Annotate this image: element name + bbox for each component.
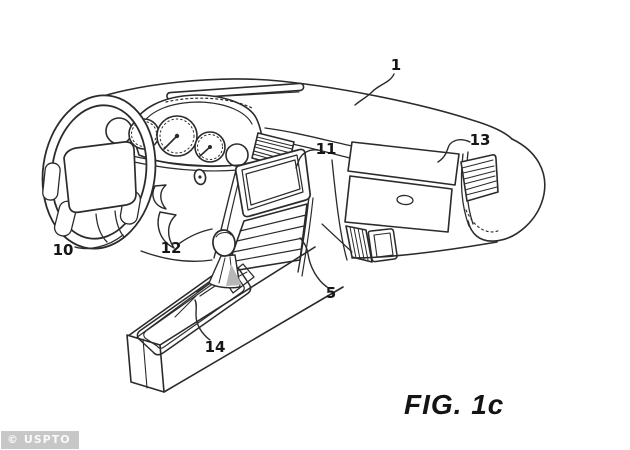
airbag-pad — [63, 141, 137, 214]
stack-control-slats — [225, 203, 308, 273]
uspto-watermark: © USPTO — [1, 431, 79, 449]
leader-5 — [299, 237, 328, 288]
dash-bottom-contour — [351, 241, 498, 259]
cluster-hood-inner-line — [140, 101, 253, 127]
leader-12 — [179, 228, 213, 244]
wedge-hatch-lines — [349, 226, 369, 261]
stack-right-rail-inner — [301, 197, 314, 277]
gauge-hub — [174, 133, 180, 139]
vent-louvers — [252, 136, 294, 165]
steering-wheel — [41, 94, 157, 250]
ref-label-console-side: 5 — [326, 284, 336, 302]
ref-label-dashboard: 1 — [391, 56, 401, 74]
slat-lines — [229, 214, 307, 263]
gear-shifter — [208, 229, 242, 289]
ignition-switch — [193, 168, 207, 186]
end-cap-hidden-edge-dotted — [465, 209, 501, 233]
figure-caption: FIG. 1c — [404, 389, 505, 420]
center-display — [234, 148, 312, 218]
steering-column-details — [140, 168, 213, 262]
ref-label-steering-wheel: 10 — [53, 241, 74, 259]
ref-label-shifter: 12 — [161, 239, 182, 257]
ref-label-display: 11 — [316, 140, 337, 158]
display-screen — [245, 159, 301, 206]
dash-top-edge — [96, 78, 513, 140]
shifter-knob — [212, 229, 236, 257]
reference-numerals: 1 5 10 11 12 13 14 — [53, 56, 491, 356]
leader-11 — [295, 149, 319, 169]
end-cap-outline — [467, 138, 546, 242]
gauge-right — [194, 131, 226, 163]
display-bezel-inner — [241, 154, 304, 211]
stalk-upper — [152, 184, 167, 210]
ref-label-tray: 14 — [205, 338, 226, 356]
stack-right-rail-outer — [297, 195, 310, 273]
gauge-speedometer — [156, 115, 198, 157]
glovebox-door — [344, 175, 453, 233]
glovebox-upper-panel — [347, 141, 460, 186]
console-bottom-edge — [163, 286, 344, 393]
gauge-far-left — [105, 117, 133, 145]
console-right-top-edge — [159, 246, 316, 346]
side-air-vent — [460, 154, 499, 202]
leader-13 — [437, 139, 471, 163]
gauge-ticks — [197, 134, 223, 160]
leader-14 — [194, 299, 211, 341]
stalk-lower — [157, 211, 177, 249]
cluster-hood-dotted-trim — [165, 97, 253, 109]
gauge-far-right — [225, 143, 249, 167]
bracket-outer — [367, 228, 398, 263]
leader-lines — [74, 73, 471, 341]
center-seam — [331, 159, 348, 261]
console-front-crease — [142, 338, 148, 389]
gauge-hub — [208, 145, 212, 149]
gauge-needle — [163, 135, 178, 150]
bracket-inner — [373, 232, 394, 258]
glovebox-latch — [396, 194, 414, 206]
leader-1 — [354, 73, 395, 106]
panel-fold-line — [321, 223, 353, 253]
center-stack — [213, 132, 314, 277]
hatched-wedge — [345, 225, 373, 263]
boot-shadow — [226, 264, 242, 286]
gauge-ticks — [159, 118, 195, 154]
lower-right-panel — [321, 223, 498, 263]
crease-upper — [264, 127, 353, 147]
lower-spoke-left — [95, 213, 108, 243]
passenger-side — [321, 141, 499, 263]
dash-lower-edge — [140, 250, 213, 262]
vent-slats — [461, 159, 498, 196]
ref-label-glovebox: 13 — [470, 131, 491, 149]
knob-highlight — [215, 232, 232, 238]
leader-10 — [74, 234, 124, 250]
wheel-grip-pad-left — [42, 162, 61, 201]
gauge-needle — [199, 146, 211, 157]
tray-floor-crease — [174, 295, 197, 318]
